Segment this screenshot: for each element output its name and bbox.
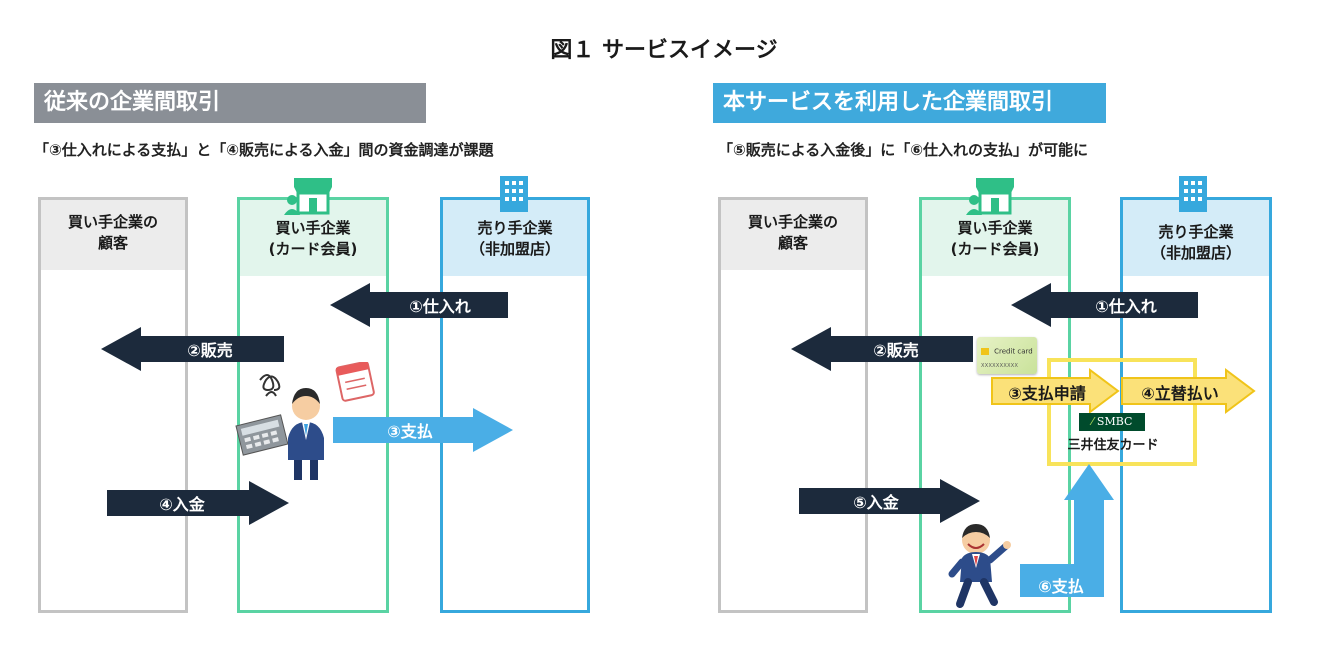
right-arrow-advance-payment-label: ④立替払い [1141,384,1219,403]
left-col-customer-header: 買い手企業の 顧客 [41,200,185,270]
left-col-customer-line1: 買い手企業の [67,213,158,231]
smbc-service-frame [1047,358,1197,466]
smbc-logo-text: SMBC [1096,415,1133,428]
left-panel-header: 従来の企業間取引 [34,83,426,123]
building-icon [500,176,528,212]
right-arrow-deposit [799,479,980,523]
shop-icon [284,178,332,215]
left-col-seller-header: 売り手企業 （非加盟店） [443,200,587,276]
left-arrow-payment [333,408,513,452]
credit-card-image: Credit card XXXXXXXXXX [977,337,1037,374]
right-col-customer-line1: 買い手企業の [747,213,838,231]
left-arrow-deposit [107,481,289,525]
smbc-leaf-icon: ⁄ [1091,415,1094,428]
credit-card-chip [981,348,989,355]
right-col-seller-header: 売り手企業 （非加盟店） [1123,200,1269,276]
left-panel-subtitle: 「③仕入れによる支払」と「④販売による入金」間の資金調達が課題 [34,141,494,159]
right-arrow-deposit-label: ⑤入金 [853,493,899,512]
left-arrow-payment-label: ③支払 [387,422,433,441]
worried-businessman-illustration [235,362,375,480]
left-col-buyer-line1: 買い手企業 [275,219,351,237]
left-col-customer [38,197,188,613]
left-arrow-purchase [330,283,508,327]
credit-card-label: Credit card [994,347,1033,356]
left-col-seller-line1: 売り手企業 [477,219,553,237]
right-arrow-purchase-label: ①仕入れ [1095,297,1157,316]
right-panel-header: 本サービスを利用した企業間取引 [713,83,1106,123]
right-col-customer [718,197,868,613]
right-col-buyer-line1: 買い手企業 [957,219,1033,237]
right-arrow-sale-label: ②販売 [873,341,919,360]
left-arrow-purchase-label: ①仕入れ [409,297,471,316]
happy-businessman-illustration [948,524,1011,608]
right-col-buyer-line2: (カード会員) [950,240,1040,258]
left-col-seller-line2: （非加盟店） [469,240,560,258]
right-col-customer-line2: 顧客 [777,234,808,252]
shop-icon-right [966,178,1014,215]
right-col-seller-line1: 売り手企業 [1158,223,1234,241]
credit-card-number: XXXXXXXXXX [981,363,1019,369]
right-col-customer-header: 買い手企業の 顧客 [721,200,865,270]
right-col-seller-line2: （非加盟店） [1150,244,1241,262]
right-arrow-payment-request-label: ③支払申請 [1008,384,1086,403]
right-arrow-payment-request [991,368,1120,414]
right-arrow-purchase [1011,283,1198,327]
figure-title: 図１ サービスイメージ [550,38,778,63]
right-arrow-pay-up-label: ⑥支払 [1038,577,1084,596]
smbc-logo: ⁄ SMBC [1079,413,1145,431]
left-col-buyer-line2: (カード会員) [268,240,358,258]
left-arrow-sale-label: ②販売 [187,341,233,360]
left-arrow-sale [101,327,284,371]
left-arrow-deposit-label: ④入金 [159,495,205,514]
smbc-logo-subtext: 三井住友カード [1067,438,1159,453]
building-icon-right [1179,176,1207,212]
right-panel-subtitle: 「⑤販売による入金後」に「⑥仕入れの支払」が可能に [718,141,1088,159]
right-arrow-sale [791,327,973,371]
right-arrow-pay-up [1020,464,1114,597]
left-col-customer-line2: 顧客 [97,234,128,252]
right-arrow-advance-payment [1121,368,1256,414]
